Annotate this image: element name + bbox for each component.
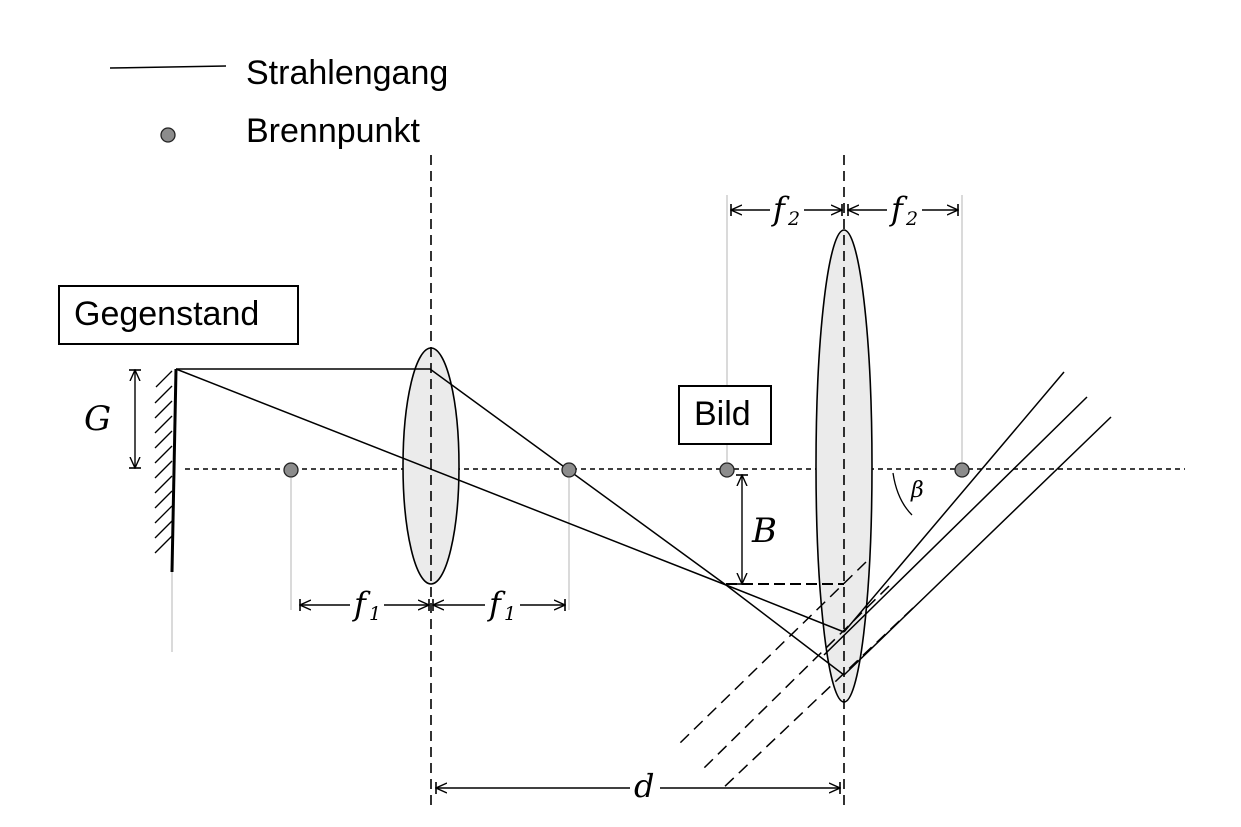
legend: Strahlengang Brennpunkt (109, 54, 448, 150)
focal-point-f1-left (283, 462, 299, 478)
angle-arc (892, 472, 913, 516)
object-label: Gegenstand (74, 295, 259, 333)
ray-parallel (176, 368, 845, 676)
label-distance: d (634, 767, 654, 805)
ray-out-1 (843, 371, 1065, 633)
label-f2-left: f 2 (771, 190, 800, 230)
ray-out-3 (843, 416, 1112, 676)
image-label: Bild (694, 395, 751, 433)
label-f2-right: f 2 (889, 190, 918, 230)
label-f1-left: f 1 (352, 585, 381, 625)
label-object-height: G (84, 399, 111, 439)
label-angle: β (910, 478, 924, 503)
image-label-box: Bild (678, 385, 772, 445)
legend-ray-label: Strahlengang (246, 54, 448, 92)
legend-focal-swatch (160, 127, 176, 143)
focal-point-f1-right (561, 462, 577, 478)
legend-ray-swatch (109, 65, 227, 69)
focal-points (283, 462, 970, 478)
dimensions (135, 210, 958, 788)
virtual-rays (678, 561, 914, 791)
object-label-box: Gegenstand (58, 285, 299, 345)
label-image-height: B (751, 511, 777, 551)
object-wall (154, 368, 178, 573)
legend-focal-label: Brennpunkt (246, 112, 420, 150)
label-f1-right-sub: 1 (504, 603, 516, 625)
focal-point-f2-left (719, 462, 735, 478)
focal-point-f2-right (954, 462, 970, 478)
ray-out-2 (823, 396, 1088, 656)
label-f2-left-sub: 2 (787, 208, 800, 230)
rays (175, 368, 1112, 676)
label-f1-right: f 1 (487, 585, 516, 625)
label-f2-right-sub: 2 (905, 208, 918, 230)
label-f1-left-sub: 1 (369, 603, 381, 625)
